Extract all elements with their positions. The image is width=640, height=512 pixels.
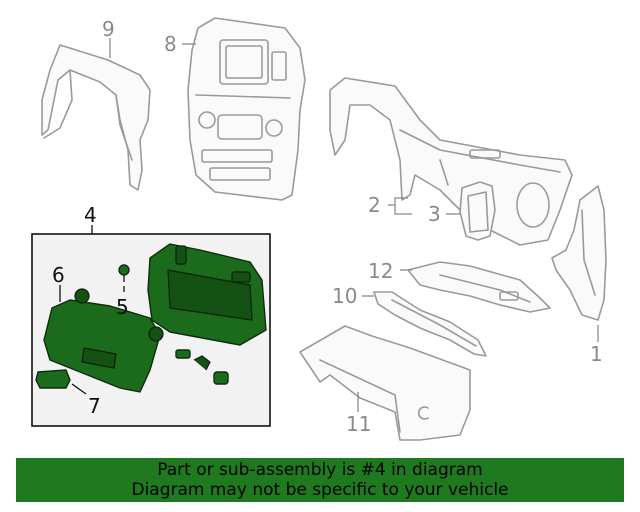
- part-8-center-bezel[interactable]: [187, 17, 306, 201]
- part-10-knee-bracket[interactable]: [373, 291, 487, 357]
- part-5-screw[interactable]: [118, 264, 130, 282]
- callout-3[interactable]: 3: [428, 202, 441, 226]
- part-12-bracket[interactable]: [407, 261, 551, 313]
- part-9-trim-panel[interactable]: [41, 44, 151, 191]
- callout-9[interactable]: 9: [102, 17, 115, 41]
- info-banner: Part or sub-assembly is #4 in diagram Di…: [16, 458, 624, 502]
- callout-6[interactable]: 6: [52, 263, 65, 287]
- callout-4[interactable]: 4: [84, 203, 97, 227]
- callout-11[interactable]: 11: [346, 412, 371, 436]
- part-1-end-cap[interactable]: [551, 185, 607, 321]
- banner-line-1: Part or sub-assembly is #4 in diagram: [157, 460, 483, 480]
- callout-12[interactable]: 12: [368, 259, 393, 283]
- part-6-glove-box-door[interactable]: [43, 288, 164, 393]
- leader-2a: [388, 197, 408, 206]
- part-2-panel-carrier[interactable]: [329, 77, 573, 246]
- glove-box-housing[interactable]: [147, 243, 267, 346]
- banner-line-2: Diagram may not be specific to your vehi…: [131, 480, 509, 500]
- leader-7: [71, 383, 87, 395]
- part-11-lower-panel[interactable]: [299, 325, 471, 441]
- callout-5[interactable]: 5: [116, 295, 129, 319]
- part-7-switch[interactable]: [35, 369, 71, 389]
- callout-1[interactable]: 1: [590, 342, 603, 366]
- leader-2b: [394, 205, 412, 215]
- callout-8[interactable]: 8: [164, 32, 177, 56]
- callout-2[interactable]: 2: [368, 193, 381, 217]
- callout-10[interactable]: 10: [332, 284, 357, 308]
- part-3-vent[interactable]: [459, 181, 496, 241]
- callout-7[interactable]: 7: [88, 394, 101, 418]
- spring-hardware[interactable]: [175, 349, 229, 385]
